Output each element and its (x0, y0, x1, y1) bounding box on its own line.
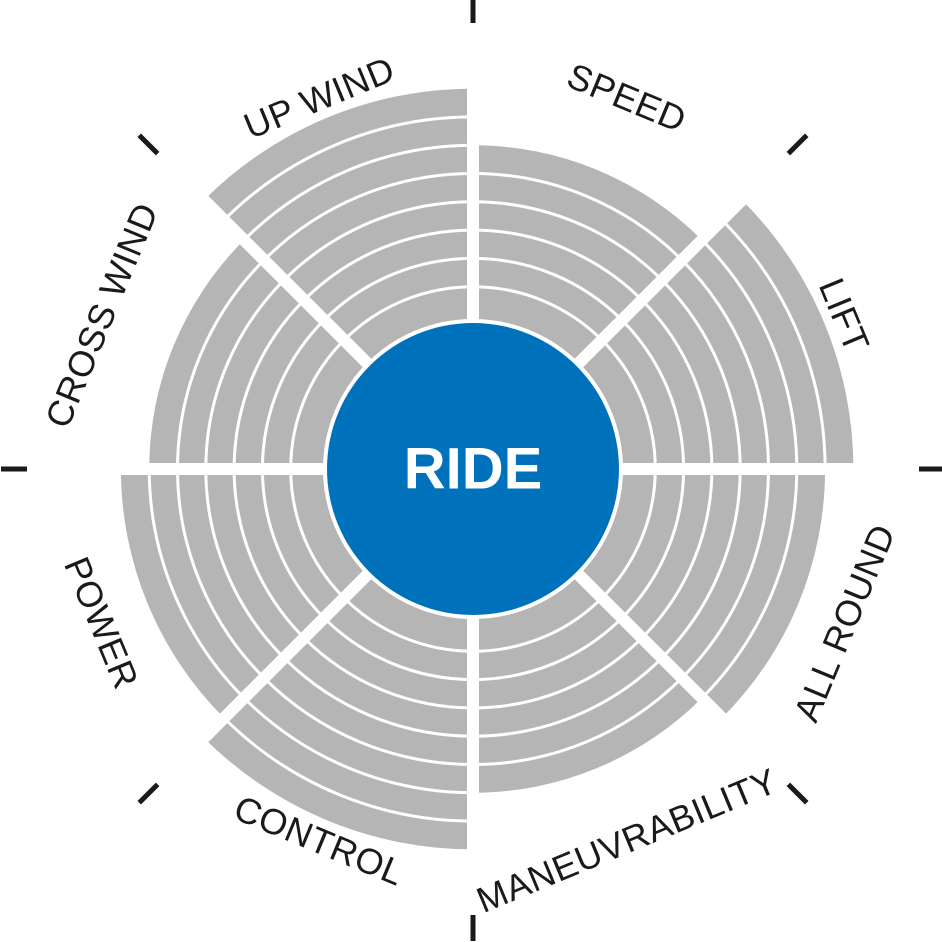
ring-line-cross-wind (204, 279, 286, 470)
ring-line-up-wind (262, 172, 474, 262)
ring-line-cross-wind (260, 319, 326, 470)
ring-line-all-round (640, 468, 714, 639)
sector-tick (786, 133, 809, 156)
ring-line-up-wind (222, 115, 474, 222)
ring-line-lift (600, 339, 657, 470)
ring-line-lift (700, 238, 799, 470)
ring-line-cross-wind (176, 258, 266, 470)
ring-line-all-round (600, 468, 657, 599)
ring-line-power (260, 468, 326, 619)
ring-line-speed (472, 228, 643, 302)
ring-line-all-round (660, 468, 742, 659)
segment-control (204, 575, 473, 850)
ring-line-maneuvrability (472, 616, 623, 682)
ring-line-up-wind (303, 228, 474, 302)
segment-speed (473, 145, 702, 363)
ring-line-lift (660, 279, 742, 470)
ring-line-control (222, 716, 474, 823)
ring-line-control (323, 616, 474, 682)
ring-line-up-wind (242, 143, 474, 242)
sector-gap (570, 566, 757, 753)
sector-gap (570, 185, 757, 372)
ring-line-control (242, 696, 474, 795)
ring-line-power (232, 468, 306, 639)
axis-label-speed: SPEED (561, 55, 692, 141)
ring-line-lift (680, 258, 770, 470)
sector-gap (189, 566, 376, 753)
ring-line-all-round (620, 468, 686, 619)
ring-line-control (343, 596, 474, 653)
sector-tick (786, 782, 809, 805)
ring-line-speed (472, 172, 684, 262)
segment-power (120, 469, 367, 718)
ring-line-control (262, 676, 474, 766)
ring-line-maneuvrability (472, 656, 663, 738)
sector-tick (137, 782, 160, 805)
ring-line-lift (720, 218, 827, 470)
sector-gap (189, 185, 376, 372)
ring-line-maneuvrability (472, 596, 603, 653)
rating-segments (78, 74, 868, 864)
segment-all-round (579, 469, 826, 718)
ring-line-power (147, 468, 246, 700)
ring-line-control (303, 636, 474, 710)
segment-lift (579, 200, 854, 469)
ring-line-maneuvrability (472, 636, 643, 710)
ring-line-speed (472, 256, 623, 322)
ring-line-lift (640, 299, 714, 470)
ring-line-up-wind (283, 200, 474, 282)
ring-line-up-wind (323, 256, 474, 322)
axis-label-cross-wind: CROSS WIND (37, 197, 166, 433)
center-circle (327, 323, 619, 615)
ring-line-speed (472, 285, 603, 342)
ring-line-power (289, 468, 346, 599)
ring-line-lift (620, 319, 686, 470)
ring-line-cross-wind (232, 299, 306, 470)
axis-label-power: POWER (56, 551, 147, 695)
ring-line-maneuvrability (472, 676, 684, 766)
ring-line-power (204, 468, 286, 659)
segment-cross-wind (149, 240, 367, 469)
segment-up-wind (204, 88, 473, 363)
ring-line-power (176, 468, 266, 680)
ring-line-control (283, 656, 474, 738)
ring-line-up-wind (343, 285, 474, 342)
ring-line-all-round (680, 468, 770, 680)
ring-line-cross-wind (289, 339, 346, 470)
ring-line-speed (472, 200, 663, 282)
ring-line-all-round (700, 468, 799, 700)
segment-maneuvrability (473, 575, 702, 793)
sector-tick (137, 133, 160, 156)
center-label: RIDE (404, 437, 543, 502)
